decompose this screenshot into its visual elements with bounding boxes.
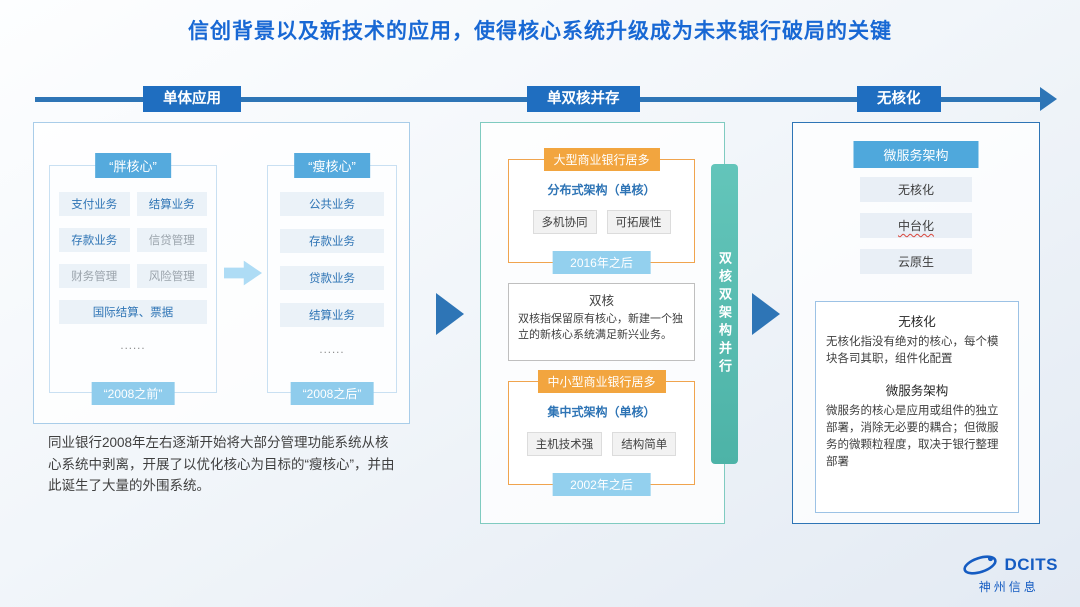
small-banks-chips: 主机技术强 结构简单	[509, 432, 694, 456]
fat-core-items: 支付业务 结算业务 存款业务 信贷管理 财务管理 风险管理 国际结算、票据 ..…	[50, 166, 216, 356]
business-item: 风险管理	[136, 264, 207, 288]
microservices-info-title: 微服务架构	[885, 383, 949, 398]
coreless-chip: 无核化	[860, 177, 972, 202]
large-banks-chips: 多机协同 可拓展性	[509, 210, 694, 234]
fat-core-footer: “2008之前”	[91, 382, 175, 405]
large-banks-footer: 2016年之后	[552, 251, 651, 274]
coreless-info-box: 无核化 无核化指没有绝对的核心，每个模块各司其职，组件化配置 微服务架构 微服务…	[815, 301, 1019, 513]
thin-core-footer: “2008之后”	[290, 382, 374, 405]
business-item: 支付业务	[59, 192, 130, 216]
fat-to-thin-arrow-icon	[224, 260, 262, 286]
dual-core-note-box: 双核 双核指保留原有核心，新建一个独立的新核心系统满足新兴业务。	[508, 283, 695, 361]
timeline-arrowhead-icon	[1040, 87, 1057, 111]
dual-core-title: 双核	[588, 294, 614, 308]
coreless-info-body: 无核化指没有绝对的核心，每个模块各司其职，组件化配置	[826, 336, 999, 366]
timeline-stage-monolith: 单体应用	[143, 86, 241, 112]
flow-arrow-icon	[436, 293, 464, 335]
logo-company-text: 神州信息	[978, 580, 1039, 594]
feature-chip: 主机技术强	[526, 432, 603, 456]
coreless-info-title: 无核化	[898, 315, 936, 329]
page-title: 信创背景以及新技术的应用，使得核心系统升级成为未来银行破局的关键	[188, 20, 892, 43]
distributed-architecture-label: 分布式架构（单核）	[547, 183, 656, 197]
thin-core-header: “瘦核心”	[294, 153, 370, 178]
microservices-header: 微服务架构	[853, 141, 979, 168]
microservices-info-body: 微服务的核心是应用或组件的独立部署，消除无必要的耦合；但微服务的微颗粒程度，取决…	[826, 404, 999, 469]
business-item: 结算业务	[280, 303, 384, 327]
dual-core-body: 双核指保留原有核心，新建一个独立的新核心系统满足新兴业务。	[518, 313, 683, 341]
business-item: 财务管理	[59, 264, 130, 288]
timeline-stage-coreless: 无核化	[857, 86, 941, 112]
feature-chip: 可拓展性	[606, 210, 671, 234]
business-item: 贷款业务	[280, 266, 384, 290]
small-banks-header: 中小型商业银行居多	[537, 370, 666, 393]
coreless-chips: 无核化 中台化 云原生	[793, 177, 1039, 274]
thin-core-items: 公共业务 存款业务 贷款业务 结算业务 ......	[268, 166, 396, 360]
logo-brand-text: DCITS	[1004, 555, 1058, 574]
panel-dual-core: 大型商业银行居多 分布式架构（单核） 多机协同 可拓展性 2016年之后 双核 …	[480, 122, 725, 524]
side-bar-label: 双核双架构并行	[717, 251, 732, 377]
dcits-logo: DCITS 神州信息	[960, 553, 1059, 595]
business-item: 公共业务	[280, 192, 384, 216]
large-banks-header: 大型商业银行居多	[543, 148, 660, 171]
coreless-chip: 云原生	[860, 249, 972, 274]
large-banks-box: 大型商业银行居多 分布式架构（单核） 多机协同 可拓展性 2016年之后	[508, 148, 695, 274]
monolith-description: 同业银行2008年左右逐渐开始将大部分管理功能系统从核心系统中剥离，开展了以优化…	[48, 435, 395, 494]
timeline: 单体应用 单双核并存 无核化	[35, 86, 1057, 112]
coreless-chip: 中台化	[860, 213, 972, 238]
business-item: 国际结算、票据	[59, 300, 207, 324]
dual-architecture-side-bar: 双核双架构并行	[711, 164, 738, 464]
fat-core-header: “胖核心”	[95, 153, 171, 178]
ellipsis-item: ......	[319, 344, 345, 356]
business-item: 信贷管理	[136, 228, 207, 252]
fat-core-box: “胖核心” 支付业务 结算业务 存款业务 信贷管理 财务管理 风险管理 国际结算…	[49, 153, 217, 405]
small-banks-footer: 2002年之后	[552, 473, 651, 496]
business-item: 结算业务	[136, 192, 207, 216]
swoosh-ellipse-icon	[962, 555, 997, 575]
business-item: 存款业务	[280, 229, 384, 253]
timeline-stage-dual-core: 单双核并存	[527, 86, 640, 112]
small-banks-box: 中小型商业银行居多 集中式架构（单核） 主机技术强 结构简单 2002年之后	[508, 370, 695, 496]
panel-coreless: 微服务架构 无核化 中台化 云原生 无核化 无核化指没有绝对的核心，每个模块各司…	[792, 122, 1040, 524]
business-item: 存款业务	[59, 228, 130, 252]
thin-core-box: “瘦核心” 公共业务 存款业务 贷款业务 结算业务 ...... “2008之后…	[267, 153, 397, 405]
ellipsis-item: ......	[120, 340, 146, 352]
centralized-architecture-label: 集中式架构（单核）	[547, 405, 656, 419]
logo-row: DCITS	[960, 553, 1059, 577]
flow-arrow-icon	[752, 293, 780, 335]
panel-monolith: “胖核心” 支付业务 结算业务 存款业务 信贷管理 财务管理 风险管理 国际结算…	[33, 122, 410, 424]
feature-chip: 多机协同	[532, 210, 597, 234]
feature-chip: 结构简单	[612, 432, 677, 456]
